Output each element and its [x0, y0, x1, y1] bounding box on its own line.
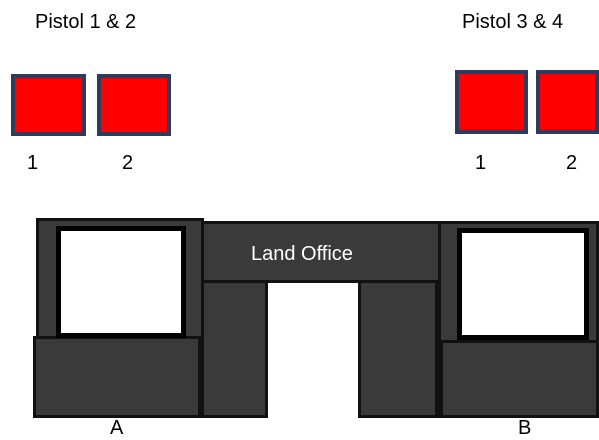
right-booth-window [457, 228, 589, 340]
target-right-2-number: 2 [566, 152, 578, 174]
booth-b-label: B [518, 417, 532, 439]
target-left-2-number: 2 [122, 152, 134, 174]
target-left-2 [97, 74, 171, 136]
land-office-header [201, 221, 441, 283]
left-booth-counter [33, 336, 201, 418]
target-right-1 [455, 70, 528, 134]
target-right-1-number: 1 [475, 152, 487, 174]
pistol-group-right-title: Pistol 3 & 4 [462, 11, 564, 33]
left-booth-window [56, 226, 186, 338]
right-inner-pillar [358, 280, 438, 418]
pistol-group-left-title: Pistol 1 & 2 [35, 11, 137, 33]
target-left-1 [11, 74, 86, 136]
target-left-1-number: 1 [27, 152, 39, 174]
target-right-2 [536, 70, 599, 134]
booth-a-label: A [110, 417, 124, 439]
right-booth-counter [440, 340, 599, 418]
land-office-label: Land Office [251, 243, 353, 265]
left-inner-pillar [201, 280, 268, 418]
